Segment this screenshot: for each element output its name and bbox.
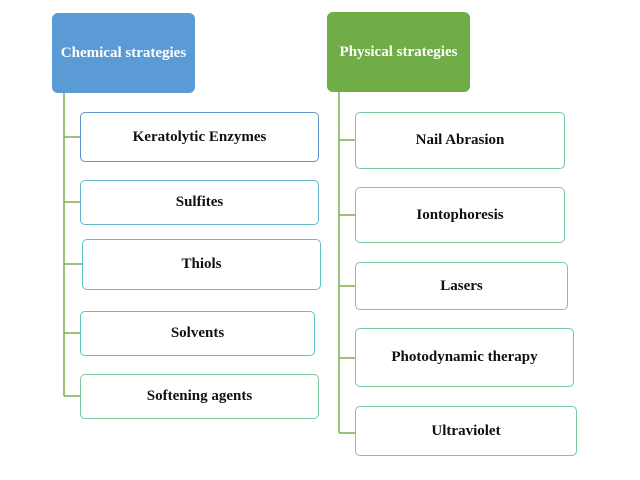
physical-item-ultraviolet: Ultraviolet [355, 406, 577, 456]
chemical-item-softening-agents: Softening agents [80, 374, 319, 419]
chemical-strategies-header: Chemical strategies [52, 13, 195, 93]
physical-item-nail-abrasion: Nail Abrasion [355, 112, 565, 169]
physical-strategies-header: Physical strategies [327, 12, 470, 92]
chemical-item-sulfites: Sulfites [80, 180, 319, 225]
physical-item-iontophoresis: Iontophoresis [355, 187, 565, 243]
physical-item-photodynamic-therapy: Photodynamic therapy [355, 328, 574, 387]
physical-item-lasers: Lasers [355, 262, 568, 310]
chemical-item-thiols: Thiols [82, 239, 321, 290]
chemical-item-solvents: Solvents [80, 311, 315, 356]
chemical-item-keratolytic-enzymes: Keratolytic Enzymes [80, 112, 319, 162]
